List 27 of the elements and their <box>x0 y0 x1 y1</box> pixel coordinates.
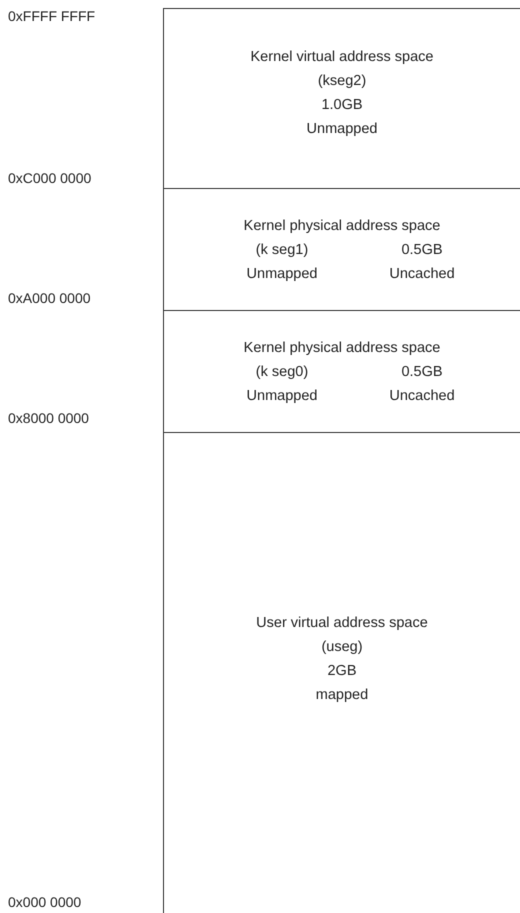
memory-region <box>163 188 520 310</box>
region-text: 0.5GB <box>401 242 443 259</box>
region-text: Unmapped <box>306 121 378 138</box>
address-label: 0xC000 0000 <box>8 170 92 187</box>
region-text: 2GB <box>327 663 356 680</box>
region-text: Uncached <box>389 388 455 405</box>
region-text: Kernel physical address space <box>244 218 440 235</box>
address-label: 0xFFFF FFFF <box>8 8 96 25</box>
region-text: (k seg1) <box>256 242 308 259</box>
region-text: (useg) <box>321 639 363 656</box>
region-text: User virtual address space <box>256 615 428 632</box>
region-text: Uncached <box>389 266 455 283</box>
region-text: Unmapped <box>246 266 318 283</box>
region-text: (kseg2) <box>318 73 366 90</box>
region-text: 0.5GB <box>401 364 443 381</box>
region-text: 1.0GB <box>321 97 363 114</box>
region-text: (k seg0) <box>256 364 308 381</box>
region-text: Kernel virtual address space <box>250 49 434 66</box>
region-text: mapped <box>316 687 368 704</box>
region-text: Unmapped <box>246 388 318 405</box>
memory-region <box>163 310 520 432</box>
memory-region <box>163 8 520 188</box>
region-text: Kernel physical address space <box>244 340 440 357</box>
address-label: 0xA000 0000 <box>8 290 91 307</box>
memory-region <box>163 432 520 913</box>
address-label: 0x000 0000 <box>8 894 82 911</box>
address-label: 0x8000 0000 <box>8 410 89 427</box>
